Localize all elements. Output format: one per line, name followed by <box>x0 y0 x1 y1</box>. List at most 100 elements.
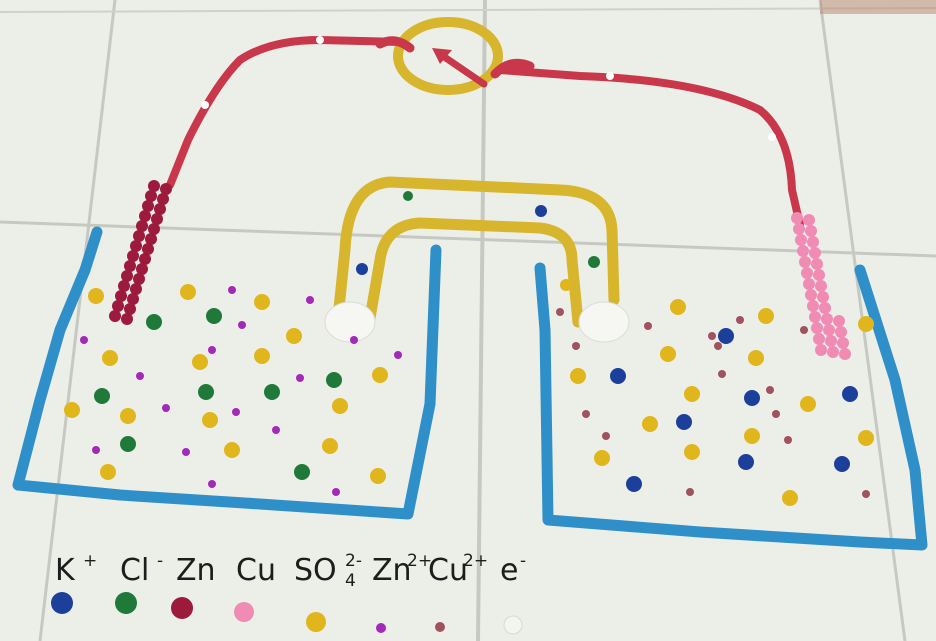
so4-ion <box>782 490 798 506</box>
so4-ion <box>684 444 700 460</box>
so4-ion <box>758 308 774 324</box>
cu-electrode-bead <box>835 326 847 338</box>
so4-ion <box>120 408 136 424</box>
so4-ion <box>192 354 208 370</box>
so4-ion <box>858 316 874 332</box>
legend-bead-cu <box>234 602 254 622</box>
cu2-ion <box>714 342 722 350</box>
legend-bead-cl <box>115 592 137 614</box>
cu2-ion <box>736 316 744 324</box>
cu-electrode-bead <box>791 212 803 224</box>
cl-ion <box>206 308 222 324</box>
cu2-ion <box>686 488 694 496</box>
so4-ion <box>800 396 816 412</box>
zn2-ion <box>238 321 246 329</box>
legend-bead-so4 <box>306 612 326 632</box>
cu2-ion <box>800 326 808 334</box>
salt-bridge-plug-left <box>325 302 375 342</box>
so4-ion <box>102 350 118 366</box>
k-ion <box>744 390 760 406</box>
k-ion <box>626 476 642 492</box>
cu-electrode-bead <box>803 278 815 290</box>
so4-ion <box>748 350 764 366</box>
zn2-ion <box>232 408 240 416</box>
zn-electrode-bead <box>121 313 133 325</box>
legend-bead-zn2 <box>376 623 386 633</box>
so4-ion <box>202 412 218 428</box>
legend-label: Zn <box>372 553 412 588</box>
so4-ion <box>88 288 104 304</box>
cu-electrode-bead <box>807 300 819 312</box>
cl-ion <box>120 436 136 452</box>
so4-ion <box>254 348 270 364</box>
zn2-ion <box>136 372 144 380</box>
legend-label: Cl <box>120 553 149 588</box>
so4-ion <box>684 386 700 402</box>
k-ion <box>842 386 858 402</box>
so4-ion <box>224 442 240 458</box>
zn2-ion <box>394 351 402 359</box>
so4-ion <box>322 438 338 454</box>
cu2-ion <box>572 342 580 350</box>
zn2-ion <box>332 488 340 496</box>
zn2-ion <box>208 480 216 488</box>
cl-ion <box>294 464 310 480</box>
legend-charge: 2+ <box>463 551 488 571</box>
so4-ion <box>642 416 658 432</box>
legend-bead-zn <box>171 597 193 619</box>
cl-ion <box>326 372 342 388</box>
cu-electrode-bead <box>813 269 825 281</box>
cu-electrode-bead <box>837 337 849 349</box>
so4-ion <box>286 328 302 344</box>
so4-ion <box>100 464 116 480</box>
so4-ion <box>594 450 610 466</box>
zn2-ion <box>92 446 100 454</box>
cu-electrode-bead <box>809 311 821 323</box>
cu-electrode-bead <box>811 258 823 270</box>
so4-ion <box>372 367 388 383</box>
cu-electrode-bead <box>815 280 827 292</box>
legend-bead-electron <box>504 616 522 634</box>
k-ion <box>738 454 754 470</box>
cu2-ion <box>862 490 870 498</box>
cu-electrode-bead <box>803 214 815 226</box>
zn2-ion <box>182 448 190 456</box>
cu2-ion <box>784 436 792 444</box>
legend-bead-k <box>51 592 73 614</box>
cu2-ion <box>556 308 564 316</box>
cu-electrode-bead <box>793 223 805 235</box>
legend-label: Cu <box>428 553 468 588</box>
legend-charge: + <box>83 551 97 571</box>
zn-electrode-bead <box>109 310 121 322</box>
cu-electrode-bead <box>805 225 817 237</box>
k-ion <box>834 456 850 472</box>
cu-electrode-bead <box>801 267 813 279</box>
cu-electrode-bead <box>821 313 833 325</box>
so4-ion <box>64 402 80 418</box>
legend-label: K <box>55 553 76 588</box>
k-ion <box>610 368 626 384</box>
zn2-ion <box>306 296 314 304</box>
k-ion <box>676 414 692 430</box>
so4-ion <box>660 346 676 362</box>
cl-ion <box>198 384 214 400</box>
legend-label: Zn <box>176 553 216 588</box>
zn2-ion <box>272 426 280 434</box>
so4-ion <box>670 299 686 315</box>
cu-electrode-bead <box>817 291 829 303</box>
k-ion <box>718 328 734 344</box>
cl-ion <box>94 388 110 404</box>
zn2-ion <box>162 404 170 412</box>
cu-electrode-bead <box>797 245 809 257</box>
cu-electrode-bead <box>811 322 823 334</box>
cu-electrode-bead <box>813 333 825 345</box>
cu-electrode-bead <box>795 234 807 246</box>
cl-ion <box>146 314 162 330</box>
so4-ion <box>744 428 760 444</box>
so4-ion <box>858 430 874 446</box>
cu2-ion <box>766 386 774 394</box>
cu-electrode-bead <box>805 289 817 301</box>
cu-electrode-bead <box>823 324 835 336</box>
